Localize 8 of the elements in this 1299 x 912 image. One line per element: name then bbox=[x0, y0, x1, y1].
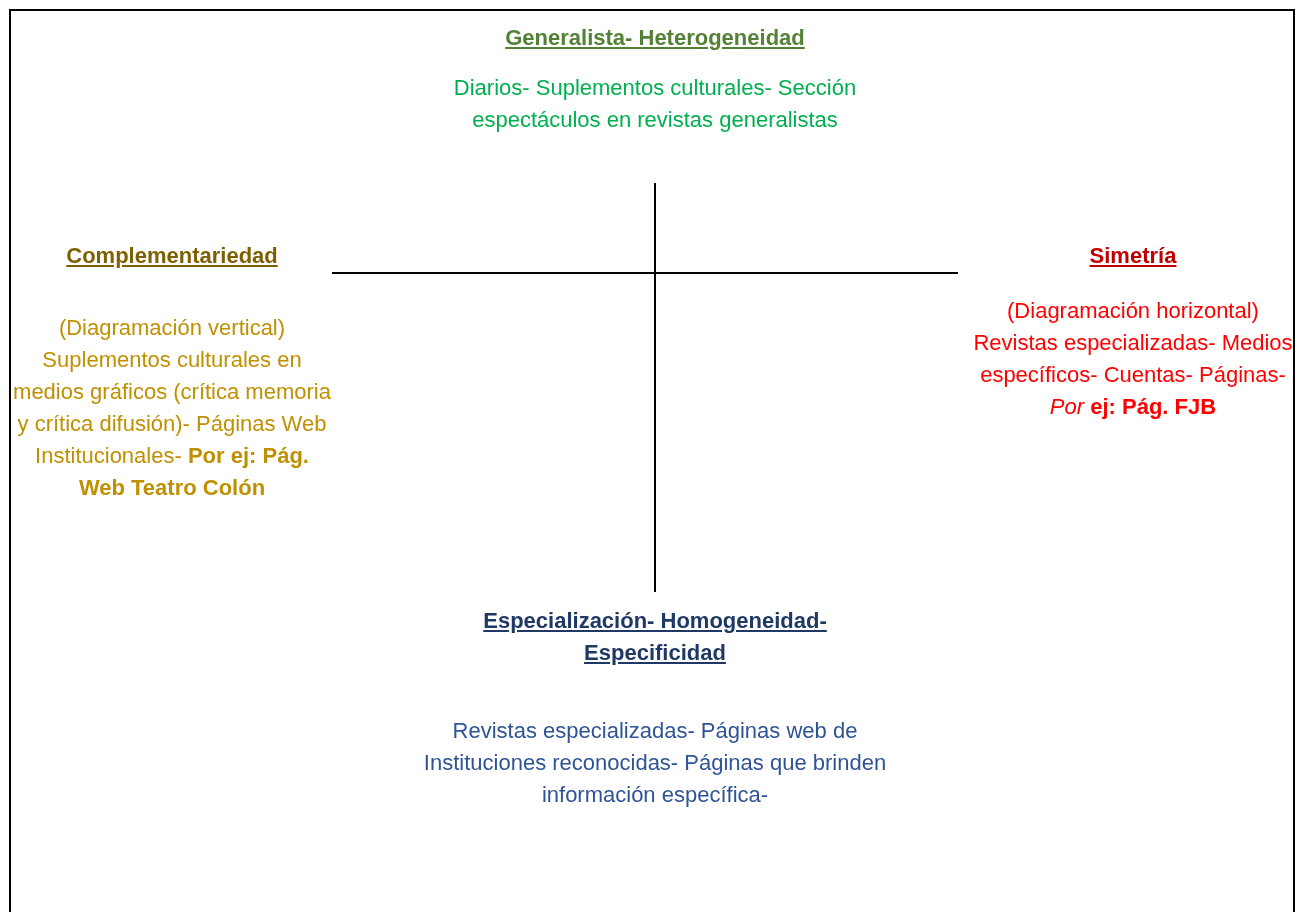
axis-description: Revistas especializadas- Páginas web de Instituciones reconocidas- Páginas que brinden información específica- bbox=[422, 717, 888, 809]
axis-description: (Diagramación vertical) Suplementos culturales en medios gráficos (crítica memoria y crítica difusión)- Páginas Web Institucionales- Por ej: Pág. Web Teatro Colón bbox=[12, 314, 332, 502]
axis-heading: Especialización- Homogeneidad- Especificidad bbox=[482, 607, 828, 667]
axis-description: Diarios- Suplementos culturales- Sección espectáculos en revistas generalistas bbox=[452, 74, 858, 134]
axis-heading: Generalista- Heterogeneidad bbox=[504, 24, 806, 52]
axis-heading: Complementariedad bbox=[65, 242, 279, 270]
axis-heading: Simetría bbox=[1088, 242, 1178, 270]
axis-description: (Diagramación horizontal) Revistas especializadas- Medios específicos- Cuentas- Páginas- Por ej: Pág. FJB bbox=[973, 297, 1293, 421]
